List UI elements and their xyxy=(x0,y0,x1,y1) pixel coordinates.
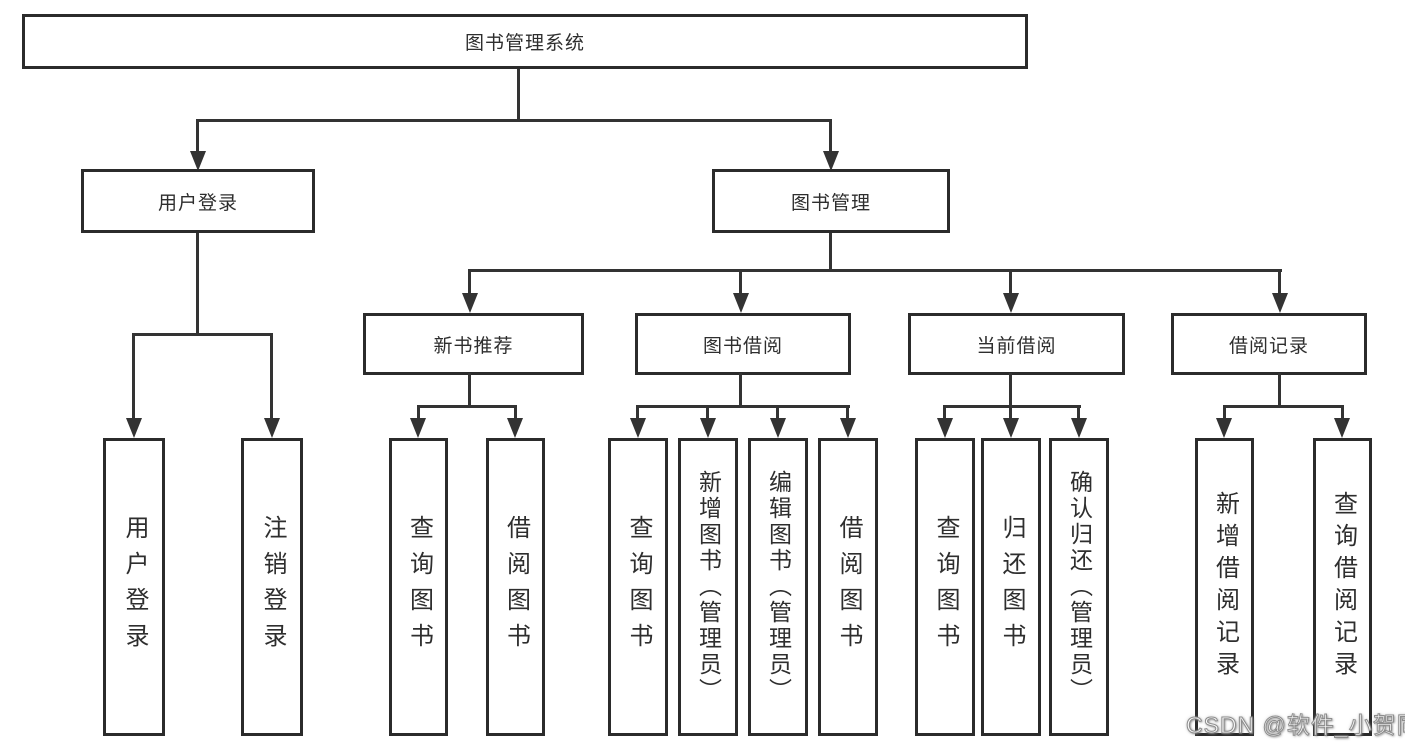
level3-box-new-book-recommend: 新书推荐 xyxy=(363,313,584,375)
leaf-label: 查询图书 xyxy=(932,515,959,659)
leaf-box-return-books: 归还图书 xyxy=(981,438,1041,736)
connector-line xyxy=(1009,405,1012,420)
level2-label: 用户登录 xyxy=(157,192,238,214)
connector-line xyxy=(846,405,849,420)
connector-line xyxy=(829,119,832,153)
leaf-label: 注销登录 xyxy=(259,515,286,659)
connector-line xyxy=(469,269,1282,272)
connector-line xyxy=(1077,405,1080,420)
connector-line xyxy=(417,405,420,420)
arrow-down-icon xyxy=(1003,418,1019,438)
root-box: 图书管理系统 xyxy=(22,14,1028,69)
connector-line xyxy=(133,333,273,336)
leaf-box-query-borrow-record: 查询借阅记录 xyxy=(1313,438,1372,736)
arrow-down-icon xyxy=(462,293,478,313)
arrow-down-icon xyxy=(1272,293,1288,313)
leaf-box-add-books-admin: 新增图书（管理员） xyxy=(678,438,738,736)
connector-line xyxy=(514,405,517,420)
level3-label: 借阅记录 xyxy=(1228,335,1309,357)
level2-label: 图书管理 xyxy=(790,192,871,214)
connector-line xyxy=(517,69,520,122)
connector-line xyxy=(196,119,832,122)
connector-line xyxy=(739,269,742,295)
arrow-down-icon xyxy=(1334,418,1350,438)
connector-line xyxy=(468,269,471,295)
arrow-down-icon xyxy=(840,418,856,438)
arrow-down-icon xyxy=(507,418,523,438)
arrow-down-icon xyxy=(410,418,426,438)
connector-line xyxy=(776,405,779,420)
arrow-down-icon xyxy=(126,418,142,438)
leaf-box-edit-books-admin: 编辑图书（管理员） xyxy=(748,438,808,736)
connector-line xyxy=(739,373,742,407)
arrow-down-icon xyxy=(630,418,646,438)
leaf-label: 借阅图书 xyxy=(502,515,530,659)
leaf-label: 确认归还（管理员） xyxy=(1066,470,1093,704)
level2-box-book-management: 图书管理 xyxy=(712,169,950,233)
leaf-label: 查询图书 xyxy=(405,515,433,659)
leaf-box-logout: 注销登录 xyxy=(241,438,303,736)
level3-label: 图书借阅 xyxy=(702,335,783,357)
arrow-down-icon xyxy=(937,418,953,438)
arrow-down-icon xyxy=(190,151,206,171)
leaf-box-query-books-3: 查询图书 xyxy=(915,438,975,736)
connector-line xyxy=(1009,373,1012,407)
leaf-box-user-login: 用户登录 xyxy=(103,438,165,736)
level3-box-current-borrow: 当前借阅 xyxy=(908,313,1125,375)
arrow-down-icon xyxy=(770,418,786,438)
leaf-box-query-books-1: 查询图书 xyxy=(389,438,448,736)
connector-line xyxy=(468,373,471,407)
connector-line xyxy=(132,333,135,420)
root-label: 图书管理系统 xyxy=(464,33,585,54)
connector-line xyxy=(943,405,946,420)
leaf-box-add-borrow-record: 新增借阅记录 xyxy=(1195,438,1254,736)
level3-label: 新书推荐 xyxy=(433,335,514,357)
arrow-down-icon xyxy=(1071,418,1087,438)
connector-line xyxy=(196,233,199,336)
level3-box-book-borrow: 图书借阅 xyxy=(635,313,851,375)
connector-line xyxy=(1341,405,1344,420)
connector-line xyxy=(417,405,517,408)
connector-line xyxy=(1009,269,1012,295)
connector-line xyxy=(636,405,850,408)
leaf-label: 借阅图书 xyxy=(835,515,862,659)
connector-line xyxy=(706,405,709,420)
leaf-box-borrow-books-2: 借阅图书 xyxy=(818,438,878,736)
leaf-label: 归还图书 xyxy=(998,515,1025,659)
arrow-down-icon xyxy=(264,418,280,438)
connector-line xyxy=(1223,405,1226,420)
leaf-label: 新增图书（管理员） xyxy=(695,470,722,704)
arrow-down-icon xyxy=(1003,293,1019,313)
connector-line xyxy=(270,333,273,420)
leaf-label: 新增借阅记录 xyxy=(1211,491,1239,683)
arrow-down-icon xyxy=(823,151,839,171)
connector-line xyxy=(196,119,199,153)
level3-box-borrow-records: 借阅记录 xyxy=(1171,313,1367,375)
leaf-label: 查询借阅记录 xyxy=(1329,491,1357,683)
leaf-box-borrow-books-1: 借阅图书 xyxy=(486,438,545,736)
connector-line xyxy=(1278,373,1281,407)
leaf-box-query-books-2: 查询图书 xyxy=(608,438,668,736)
leaf-label: 编辑图书（管理员） xyxy=(765,470,792,704)
connector-line xyxy=(829,233,832,271)
leaf-label: 查询图书 xyxy=(625,515,652,659)
arrow-down-icon xyxy=(1216,418,1232,438)
connector-line xyxy=(1223,405,1344,408)
connector-line xyxy=(636,405,639,420)
connector-line xyxy=(943,405,1081,408)
arrow-down-icon xyxy=(733,293,749,313)
level2-box-user-login: 用户登录 xyxy=(81,169,315,233)
arrow-down-icon xyxy=(700,418,716,438)
leaf-label: 用户登录 xyxy=(121,515,148,659)
connector-line xyxy=(1278,269,1281,295)
csdn-watermark: CSDN @软件_小贺同学 xyxy=(1186,712,1405,739)
level3-label: 当前借阅 xyxy=(976,335,1057,357)
leaf-box-confirm-return-admin: 确认归还（管理员） xyxy=(1049,438,1109,736)
